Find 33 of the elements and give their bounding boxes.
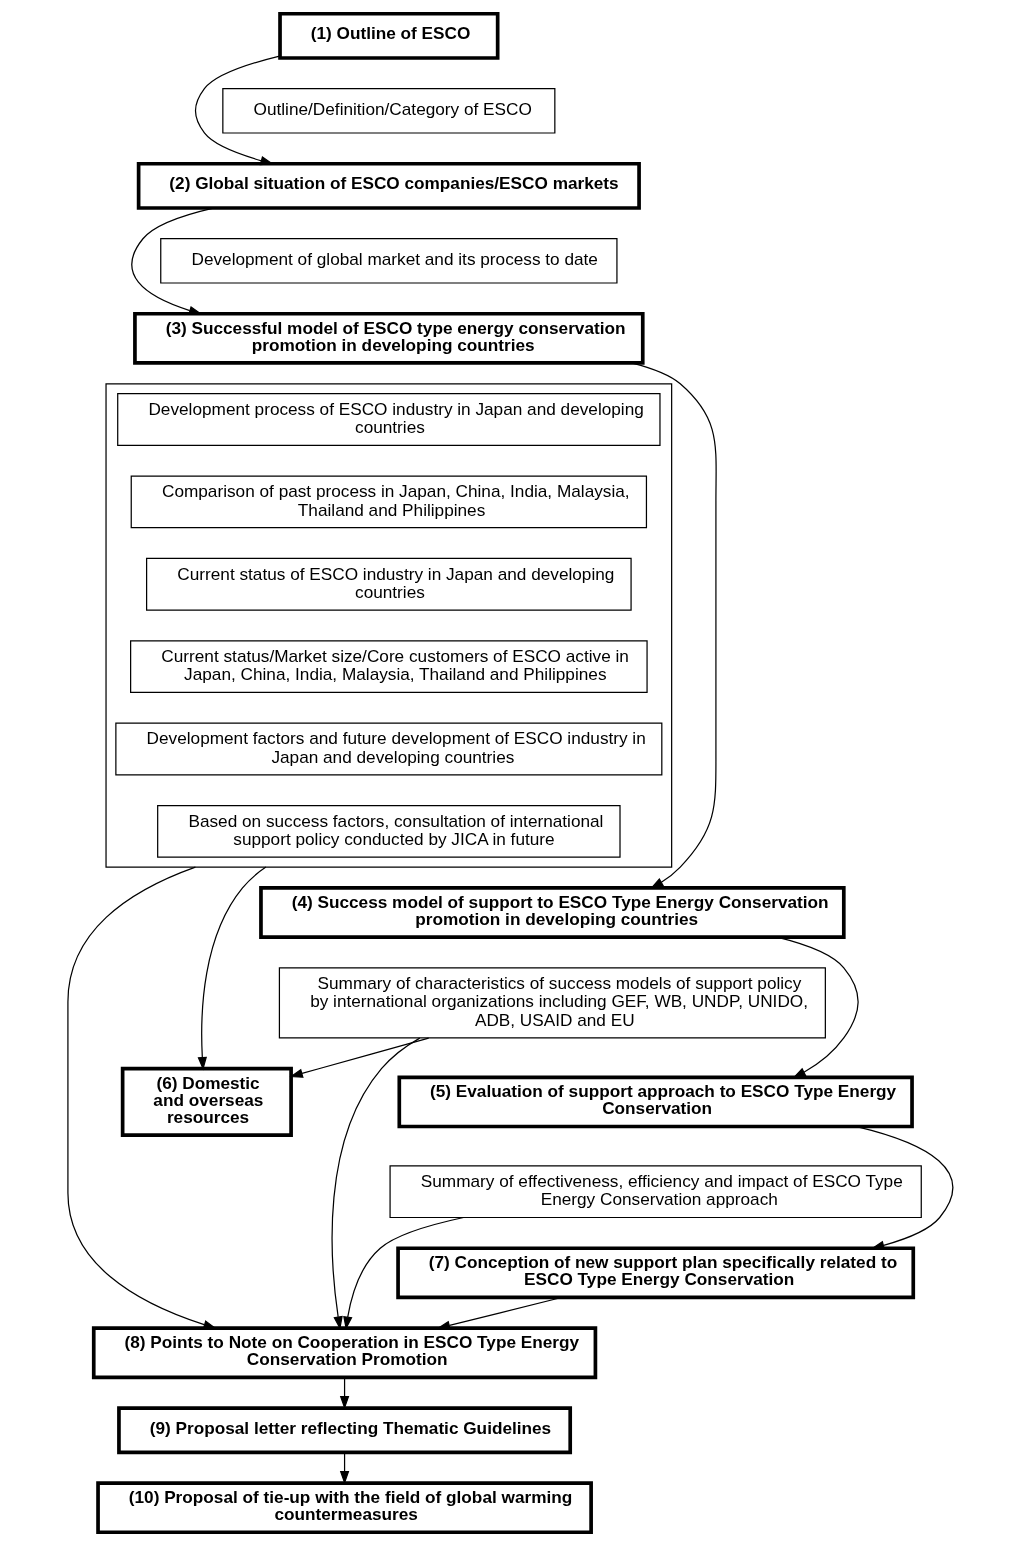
- node-box: (6) Domestic and overseas resources: [120, 1066, 293, 1137]
- node-box: Current status of ESCO industry in Japan and developing countries: [146, 557, 632, 611]
- arrow: [339, 1377, 350, 1410]
- node-box: Current status/Market size/Core customers of ESCO active in Japan, China, India, Malaysia, Thailand and Philippines: [130, 640, 648, 694]
- node-box: Outline/Definition/Category of ESCO: [222, 88, 556, 134]
- arrow: [331, 1037, 421, 1330]
- arrow: [855, 1125, 954, 1250]
- node-box: (8) Points to Note on Cooperation in ESCO Type Energy Conservation Promotion: [91, 1326, 598, 1380]
- node-box: Based on success factors, consultation of international support policy conducted by JICA in future: [157, 804, 621, 858]
- arrow: [436, 1296, 563, 1330]
- cluster: [105, 383, 673, 868]
- arrow: [131, 207, 214, 315]
- node-box: Summary of effectiveness, efficiency and impact of ESCO Type Energy Conservation approach: [389, 1165, 922, 1219]
- node-box: Comparison of past process in Japan, China, India, Malaysia, Thailand and Philippines: [130, 475, 648, 529]
- node-box: Development of global market and its process to date: [160, 238, 618, 284]
- node-box: (5) Evaluation of support approach to ESCO Type Energy Conservation: [397, 1075, 914, 1129]
- arrow: [67, 866, 217, 1330]
- arrow: [339, 1452, 350, 1485]
- node-box: Development process of ESCO industry in Japan and developing countries: [117, 393, 661, 446]
- node-box: (9) Proposal letter reflecting Thematic Guidelines: [117, 1406, 573, 1455]
- node-box: (1) Outline of ESCO: [278, 11, 500, 60]
- node-box: (7) Conception of new support plan specifically related to ESCO Type Energy Conservation: [396, 1246, 916, 1300]
- node-box: Development factors and future development of ESCO industry in Japan and developing countries: [115, 722, 663, 776]
- arrow: [776, 936, 859, 1079]
- arrow: [194, 55, 281, 166]
- node-box: (3) Successful model of ESCO type energy conservation promotion in developing countries: [133, 311, 645, 365]
- node-box: (2) Global situation of ESCO companies/ESCO markets: [136, 161, 641, 210]
- arrow: [630, 362, 717, 889]
- node-box: (4) Success model of support to ESCO Type Energy Conservation promotion in developing countries: [259, 886, 846, 939]
- node-box: (10) Proposal of tie-up with the field of global warming countermeasures: [96, 1481, 593, 1535]
- arrow: [343, 1216, 465, 1330]
- arrow: [289, 1037, 430, 1078]
- node-box: Summary of characteristics of success models of support policy by international organizations including GEF, WB, UNDP, UNIDO, ADB, USAID and EU: [278, 967, 826, 1039]
